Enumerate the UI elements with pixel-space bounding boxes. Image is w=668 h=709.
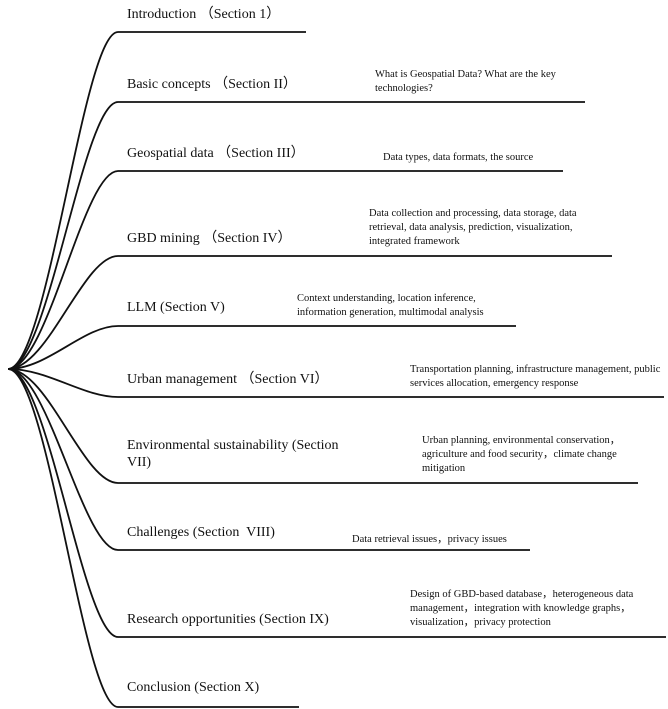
branch-title-challenges: Challenges (Section VIII)	[127, 525, 275, 540]
branch-line-6	[7, 368, 664, 398]
branch-line-8	[7, 368, 530, 551]
branch-title-basic-concepts: Basic concepts （Section II）	[127, 77, 297, 92]
branch-detail-environmental-sustainability: Urban planning, environmental conservati…	[422, 435, 621, 474]
branch-detail-llm: Context understanding, location inferenc…	[297, 293, 484, 318]
branch-detail-gbd-mining: Data collection and processing, data sto…	[369, 208, 577, 247]
branch-title-research-opportunities: Research opportunities (Section IX)	[127, 612, 329, 627]
branch-line-10	[7, 368, 299, 708]
branch-title-introduction: Introduction （Section 1）	[127, 7, 281, 22]
branch-title-gbd-mining: GBD mining （Section IV）	[127, 231, 292, 246]
branch-detail-geospatial-data: Data types, data formats, the source	[383, 152, 534, 163]
branch-line-2	[7, 101, 585, 370]
branch-detail-research-opportunities: Design of GBD-based database，heterogeneo…	[410, 589, 634, 628]
branch-detail-challenges: Data retrieval issues，privacy issues	[352, 534, 507, 545]
branch-title-conclusion: Conclusion (Section X)	[127, 680, 260, 695]
branch-line-9	[7, 368, 666, 638]
branch-title-geospatial-data: Geospatial data （Section III）	[127, 146, 305, 161]
branch-detail-basic-concepts: What is Geospatial Data? What are the ke…	[375, 69, 556, 94]
branch-line-7	[7, 368, 638, 484]
branch-line-3	[7, 170, 563, 370]
branch-line-1	[7, 31, 306, 370]
branch-line-5	[7, 325, 516, 370]
branch-title-environmental-sustainability: Environmental sustainability (Section VI…	[127, 438, 342, 470]
branch-title-urban-management: Urban management （Section VI）	[127, 372, 329, 387]
branch-line-4	[7, 255, 612, 370]
branch-title-llm: LLM (Section V)	[127, 300, 225, 315]
branch-detail-urban-management: Transportation planning, infrastructure …	[410, 364, 661, 389]
